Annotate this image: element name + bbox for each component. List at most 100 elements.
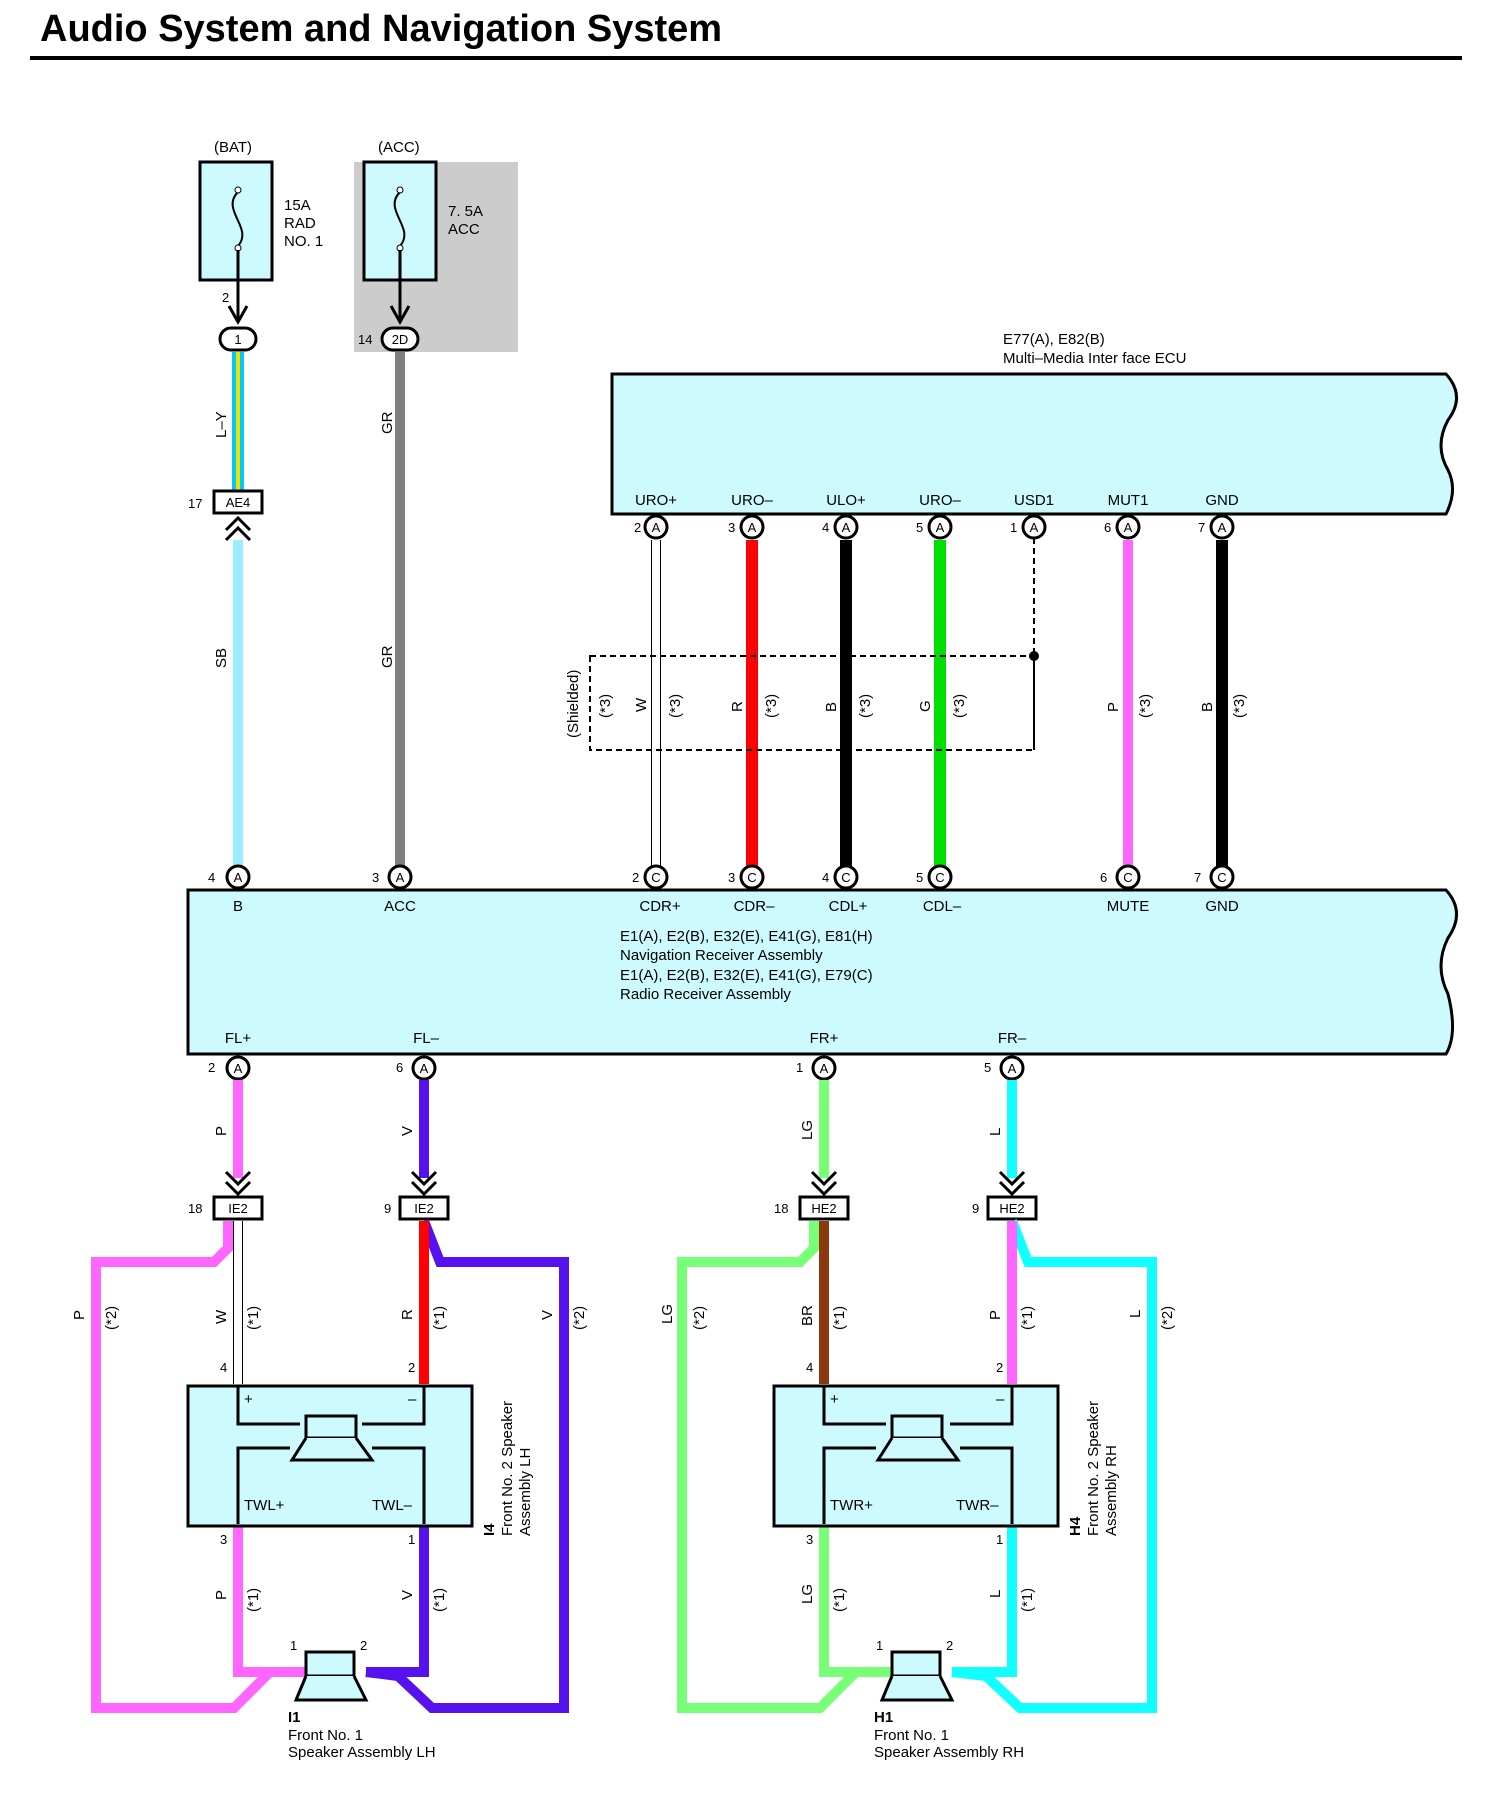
svg-text:6: 6	[1100, 870, 1107, 885]
svg-text:5: 5	[916, 520, 923, 535]
svg-text:C: C	[1123, 870, 1132, 885]
svg-text:3: 3	[728, 520, 735, 535]
speaker-feed-wires: P V LG L	[213, 1080, 1026, 1197]
feed-l-label: L	[987, 1128, 1004, 1136]
page-title: Audio System and Navigation System	[40, 8, 723, 50]
speaker-rh-no1: 1 2 H1 Front No. 1 Speaker Assembly RH	[874, 1638, 1024, 1761]
fuse-bat: (BAT) 15A RAD NO. 1 2	[198, 139, 323, 326]
svg-text:CDL–: CDL–	[923, 898, 962, 915]
svg-text:2: 2	[634, 520, 641, 535]
svg-text:GND: GND	[1205, 898, 1239, 915]
junction-acc: 2D	[380, 326, 420, 352]
fuse-acc-pin: 14	[358, 332, 372, 347]
svg-text:7: 7	[1198, 520, 1205, 535]
svg-text:MUT1: MUT1	[1108, 492, 1149, 509]
rcv-top-terminal-cdr-minus: 3 C CDR–	[728, 864, 775, 915]
speaker-lh-no1: 1 2 I1 Front No. 1 Speaker Assembly LH	[288, 1638, 436, 1761]
svg-text:HE2: HE2	[999, 1201, 1024, 1216]
svg-text:3: 3	[372, 870, 379, 885]
receiver-name1: Navigation Receiver Assembly	[620, 947, 823, 964]
svg-text:A: A	[936, 520, 945, 535]
svg-text:4: 4	[208, 870, 215, 885]
svg-text:2: 2	[208, 1060, 215, 1075]
svg-text:+: +	[244, 1391, 253, 1408]
svg-text:TWR–: TWR–	[956, 1497, 999, 1514]
wire-gr1-label: GR	[379, 411, 396, 434]
svg-text:A: A	[748, 520, 757, 535]
speaker-lh-no2-id: I4	[481, 1523, 498, 1536]
wire-g-label: G	[917, 700, 934, 712]
fuse-bat-rating: 15A	[284, 197, 311, 214]
speaker-rh-no2: + – TWR+ TWR– 4 2 3 1 H4 Front No. 2 Spe…	[772, 1360, 1120, 1547]
rh-outer-l-note2: (*2)	[1159, 1306, 1176, 1330]
rh-lower-lg-label: LG	[799, 1584, 816, 1604]
ecu-id: E77(A), E82(B)	[1003, 331, 1105, 348]
rh-br-label: BR	[799, 1305, 816, 1326]
svg-text:C: C	[747, 870, 756, 885]
svg-text:IE2: IE2	[414, 1201, 434, 1216]
svg-text:1: 1	[290, 1638, 297, 1653]
svg-text:2: 2	[946, 1638, 953, 1653]
svg-text:USD1: USD1	[1014, 492, 1054, 509]
svg-text:URO–: URO–	[919, 492, 961, 509]
svg-text:CDR–: CDR–	[734, 898, 775, 915]
svg-text:MUTE: MUTE	[1107, 898, 1150, 915]
fuse-acc: (ACC) 7. 5A ACC 14	[354, 139, 518, 352]
wire-p-label-ecu: P	[1105, 702, 1122, 712]
wire-gr2-label: GR	[379, 645, 396, 668]
svg-text:–: –	[408, 1391, 417, 1408]
svg-text:A: A	[234, 1061, 243, 1076]
note3-b: (*3)	[857, 694, 874, 718]
svg-text:TWL+: TWL+	[244, 1497, 285, 1514]
svg-text:C: C	[651, 870, 660, 885]
lh-r-note1: (*1)	[431, 1306, 448, 1330]
rcv-top-terminal-cdl-minus: 5 C CDL–	[916, 864, 962, 915]
title-rule	[30, 56, 1462, 60]
svg-text:CDR+: CDR+	[639, 898, 680, 915]
svg-text:B: B	[233, 898, 243, 915]
junction-bat-label: 1	[234, 332, 241, 347]
rcv-bottom-terminal-fl-plus: FL+ 2 A	[208, 1030, 251, 1081]
svg-text:FR+: FR+	[810, 1030, 839, 1047]
svg-text:TWR+: TWR+	[830, 1497, 873, 1514]
wire-r-label: R	[729, 701, 746, 712]
ecu-wires	[589, 538, 1228, 868]
note3-r: (*3)	[763, 694, 780, 718]
feed-p-label: P	[213, 1126, 230, 1136]
svg-text:A: A	[820, 1061, 829, 1076]
connector-ae4: 17 AE4	[188, 489, 264, 542]
svg-text:H1: H1	[874, 1709, 893, 1726]
fuse-bat-name2: NO. 1	[284, 233, 323, 250]
svg-text:A: A	[234, 870, 243, 885]
svg-text:9: 9	[384, 1201, 391, 1216]
svg-text:4: 4	[806, 1360, 813, 1375]
rh-outer-lg-label: LG	[659, 1304, 676, 1324]
svg-text:1: 1	[796, 1060, 803, 1075]
rh-outer-note2: (*2)	[691, 1306, 708, 1330]
ecu-terminal-4: URO– 5 A	[916, 492, 961, 540]
wire-sb-label: SB	[213, 648, 230, 668]
svg-text:18: 18	[188, 1201, 202, 1216]
receiver-id2: E1(A), E2(B), E32(E), E41(G), E79(C)	[620, 967, 873, 984]
rcv-bottom-terminal-fr-plus: FR+ 1 A	[796, 1030, 839, 1081]
receiver-name2: Radio Receiver Assembly	[620, 986, 791, 1003]
junction-acc-label: 2D	[392, 332, 409, 347]
svg-text:1: 1	[996, 1532, 1003, 1547]
fuse-acc-name: ACC	[448, 221, 480, 238]
speaker-lh-no2: + – TWL+ TWL– 4 2 3 1 I4 Front No. 2 Spe…	[186, 1360, 534, 1547]
lh-outer-note2: (*2)	[103, 1306, 120, 1330]
svg-text:A: A	[396, 870, 405, 885]
speaker-lh-no1-icon	[304, 1650, 356, 1678]
ecu-wire-labels: (Shielded) (*3) W (*3) R (*3) B (*3) G (…	[565, 670, 1248, 738]
rcv-top-terminal-gnd: 7 C GND	[1194, 864, 1239, 915]
svg-text:5: 5	[984, 1060, 991, 1075]
svg-text:URO–: URO–	[731, 492, 773, 509]
svg-text:URO+: URO+	[635, 492, 677, 509]
svg-text:Front No. 2 Speaker: Front No. 2 Speaker	[1085, 1401, 1102, 1536]
lh-r-label: R	[399, 1309, 416, 1320]
note3-p: (*3)	[1137, 694, 1154, 718]
svg-text:Front No. 1: Front No. 1	[288, 1727, 363, 1744]
svg-text:–: –	[996, 1391, 1005, 1408]
svg-text:+: +	[830, 1391, 839, 1408]
svg-text:18: 18	[774, 1201, 788, 1216]
